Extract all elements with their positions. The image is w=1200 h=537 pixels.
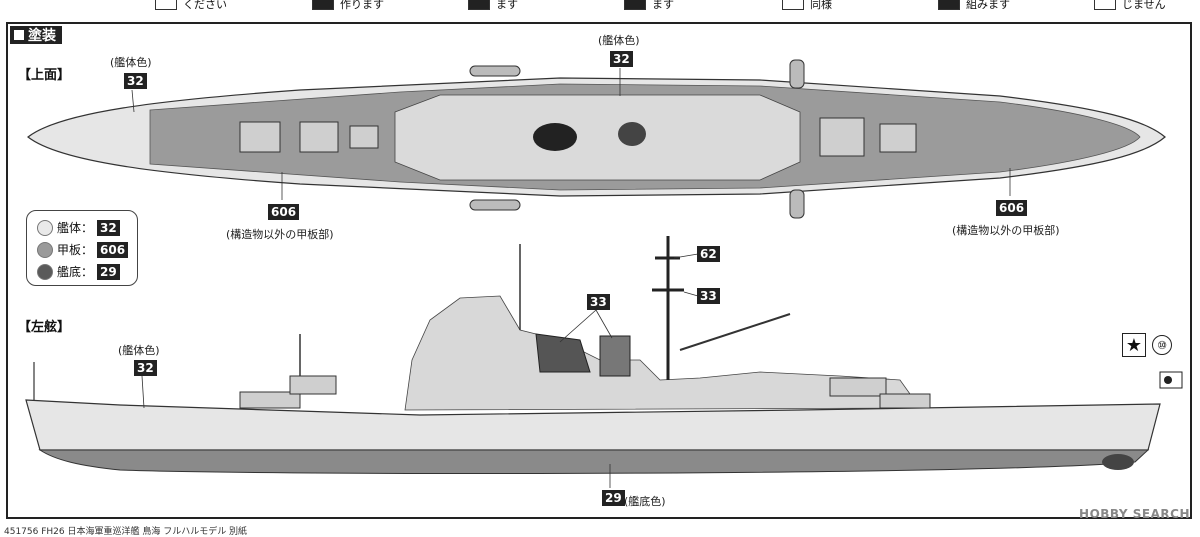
legend-item: 作ります (312, 0, 384, 12)
paint-code-badge: 29 (602, 490, 625, 506)
boat-top-1 (469, 65, 521, 77)
ensign-sun (1164, 376, 1172, 384)
decal-marks: ★ ⑩ (1122, 333, 1172, 357)
callout-note: (艦体色) (118, 344, 160, 357)
legend-box (468, 0, 490, 10)
turret-side-4 (879, 393, 931, 409)
legend-box (782, 0, 804, 10)
instruction-frame (6, 22, 1192, 519)
paint-code-badge: 33 (587, 294, 610, 310)
side-view-propeller (1102, 454, 1134, 470)
legend-text: 作ります (340, 0, 384, 11)
color-swatch (37, 263, 53, 280)
legend-label: 甲板： (57, 243, 94, 257)
legend-row: 艦底： 29 (37, 263, 120, 280)
turret-top-5 (879, 123, 917, 153)
legend-box (1094, 0, 1116, 10)
callout-note: (艦体色) (598, 34, 640, 47)
paint-code-badge: 606 (97, 241, 129, 258)
paint-code-badge: 32 (97, 219, 120, 236)
paint-code-badge: 32 (134, 360, 157, 376)
turret-top-3 (349, 125, 379, 149)
view-label-top: 【上面】 (18, 68, 71, 83)
top-legend-strip: ください 作ります ます ます 同様 組みます じません (0, 0, 1200, 14)
paint-code-badge: 32 (610, 51, 633, 67)
turret-side-1 (239, 391, 301, 409)
legend-row: 艦体： 32 (37, 219, 120, 236)
legend-item: ください (155, 0, 227, 12)
paint-code-badge: 29 (97, 263, 120, 280)
callout-note: (構造物以外の甲板部) (952, 224, 1060, 237)
legend-box (312, 0, 334, 10)
legend-item: ます (624, 0, 674, 12)
top-view-superstructure (394, 94, 801, 181)
legend-item: ます (468, 0, 518, 12)
section-title-text: 塗装 (28, 28, 56, 44)
turret-top-1 (239, 121, 281, 153)
color-swatch (37, 219, 53, 236)
paint-code-badge: 606 (996, 200, 1028, 216)
section-title: 塗装 (10, 26, 62, 44)
legend-text: 同様 (810, 0, 832, 11)
boat-top-3 (789, 59, 805, 89)
view-label-port: 【左舷】 (18, 320, 71, 335)
legend-item: 同様 (782, 0, 832, 12)
boat-top-4 (789, 189, 805, 219)
funnel-top-1 (533, 123, 577, 151)
watermark: HOBBY SEARCH (1079, 507, 1190, 521)
side-view-hull-bottom (38, 449, 1150, 475)
legend-box (624, 0, 646, 10)
color-swatch (37, 241, 53, 258)
legend-box (938, 0, 960, 10)
paint-code-badge: 33 (697, 288, 720, 304)
side-view-crane (679, 313, 791, 351)
legend-text: 組みます (966, 0, 1010, 11)
paint-code-badge: 62 (697, 246, 720, 262)
star-icon: ★ (1122, 333, 1146, 357)
legend-text: ます (652, 0, 674, 11)
turret-top-4 (819, 117, 865, 157)
legend-box (155, 0, 177, 10)
side-view-funnel-2 (599, 335, 631, 377)
legend-item: 組みます (938, 0, 1010, 12)
legend-row: 甲板： 606 (37, 241, 129, 258)
funnel-top-2 (618, 122, 646, 146)
paint-code-badge: 32 (124, 73, 147, 89)
boat-top-2 (469, 199, 521, 211)
legend-text: ください (183, 0, 227, 11)
decal-number: ⑩ (1152, 335, 1172, 355)
callout-note: (艦底色) (624, 495, 666, 508)
turret-side-3 (829, 377, 887, 397)
footer-caption: 451756 FH26 日本海軍重巡洋艦 鳥海 フルハルモデル 別紙 (4, 527, 248, 537)
legend-label: 艦底： (57, 265, 94, 279)
square-icon (14, 30, 24, 40)
legend-label: 艦体： (57, 221, 94, 235)
paint-code-badge: 606 (268, 204, 300, 220)
legend-item: じません (1094, 0, 1166, 12)
color-legend: 艦体： 32 甲板： 606 艦底： 29 (26, 210, 138, 286)
legend-text: ます (496, 0, 518, 11)
callout-note: (艦体色) (110, 56, 152, 69)
legend-text: じません (1122, 0, 1166, 11)
turret-top-2 (299, 121, 339, 153)
side-view-funnel-1 (535, 333, 591, 373)
callout-note: (構造物以外の甲板部) (226, 228, 334, 241)
turret-side-2 (289, 375, 337, 395)
